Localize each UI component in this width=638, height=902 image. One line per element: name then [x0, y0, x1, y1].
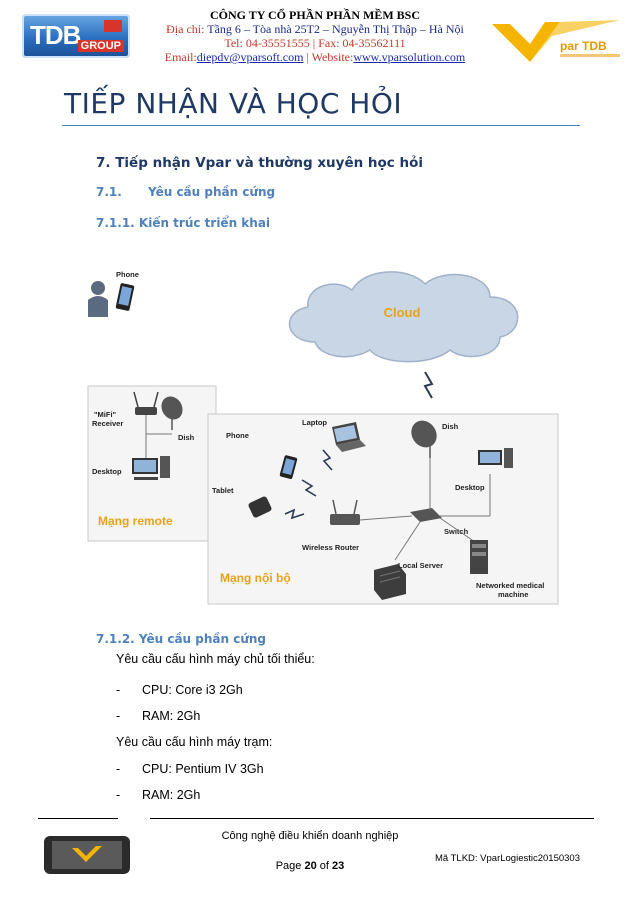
station-ram-item: RAM: 2Gh: [142, 788, 201, 802]
document-code: Mã TLKD: VparLogiestic20150303: [434, 853, 580, 864]
page-prefix: Page: [275, 860, 305, 872]
phone-top-label: Phone: [116, 270, 139, 279]
heading-7-1-2: 7.1.2. Yêu cầu phần cứng: [96, 632, 267, 646]
bullet-dash: -: [116, 709, 121, 723]
address-value: Tầng 6 – Tòa nhà 25T2 – Nguyễn Thị Thập …: [204, 22, 464, 36]
page-total: 23: [332, 860, 345, 872]
dish-right-label: Dish: [442, 422, 459, 431]
laptop-label: Laptop: [302, 418, 327, 427]
server-cpu-item: CPU: Core i3 2Gh: [142, 683, 243, 697]
tdb-logo-group: GROUP: [77, 40, 124, 52]
bullet-dash: -: [116, 683, 121, 697]
email-label: Email:: [164, 50, 197, 64]
wireless-router-icon: [330, 499, 360, 525]
remote-zone-label: Mạng remote: [98, 514, 173, 528]
company-name: CÔNG TY CỔ PHẦN PHẦN MỀM BSC: [210, 8, 420, 22]
mifi-receiver-icon: [133, 391, 159, 415]
page-of: of: [316, 860, 333, 872]
vpar-logo-text: par TDB: [560, 39, 607, 53]
heading-7-1: Yêu cầu phần cứng: [148, 185, 276, 199]
website-link[interactable]: www.vparsolution.com: [353, 50, 466, 64]
company-address: Địa chỉ: Tầng 6 – Tòa nhà 25T2 – Nguyễn …: [150, 22, 480, 36]
server-ram-item: RAM: 2Gh: [142, 709, 201, 723]
website-label: | Website:: [303, 50, 354, 64]
footer-tagline: Công nghệ điều khiển doanh nghiệp: [221, 830, 399, 842]
local-server-label: Local Server: [398, 561, 443, 570]
page-number: Page 20 of 23: [200, 860, 420, 872]
phone-label: Phone: [226, 431, 249, 440]
network-architecture-diagram: Cloud Phone "MiFi" Receiver Dish Desktop…: [87, 270, 559, 605]
address-label: Địa chỉ:: [166, 22, 205, 36]
networked-medical-label: Networked medical: [476, 581, 544, 590]
local-wires: [359, 458, 491, 561]
footer-divider-right: [150, 818, 594, 819]
server-config-intro: Yêu cầu cấu hình máy chủ tối thiểu:: [116, 652, 315, 666]
bullet-dash: -: [116, 762, 121, 776]
wireless-links: [284, 449, 333, 520]
footer-phone-graphic: [44, 836, 130, 874]
company-contacts: Email:diepdv@vparsoft.com | Website:www.…: [150, 50, 480, 64]
phone-icon: [279, 455, 298, 479]
heading-7-1-number: 7.1.: [96, 185, 122, 199]
desktop-left-label: Desktop: [92, 467, 122, 476]
cloud-label: Cloud: [384, 305, 421, 320]
machine-label: machine: [498, 590, 528, 599]
tdb-group-logo: TDB GROUP: [22, 14, 130, 58]
desktop-left-icon: [132, 456, 170, 480]
phone-user-icon: [88, 281, 135, 317]
flag-icon: [104, 20, 122, 32]
wireless-link-icon: [423, 371, 434, 399]
dish-right-icon: [411, 420, 437, 458]
page-title: TIẾP NHẬN VÀ HỌC HỎI: [64, 87, 403, 120]
station-cpu-item: CPU: Pentium IV 3Gh: [142, 762, 264, 776]
desktop-right-icon: [478, 448, 513, 468]
switch-label: Switch: [444, 527, 469, 536]
wireless-router-label: Wireless Router: [302, 543, 359, 552]
heading-7-1-1: 7.1.1. Kiến trúc triển khai: [96, 216, 271, 230]
page-current: 20: [304, 860, 317, 872]
dish-left-icon: [161, 396, 183, 430]
footer-divider-left: [38, 818, 118, 819]
heading-section-7: 7. Tiếp nhận Vpar và thường xuyên học hỏ…: [96, 155, 424, 171]
medical-machine-icon: [470, 540, 488, 574]
email-link[interactable]: diepdv@vparsoft.com: [196, 50, 304, 64]
switch-icon: [410, 508, 442, 522]
desktop-right-label: Desktop: [455, 483, 485, 492]
local-zone-label: Mạng nội bộ: [220, 571, 291, 585]
laptop-icon: [332, 422, 366, 452]
bullet-dash: -: [116, 788, 121, 802]
dish-left-label: Dish: [178, 433, 195, 442]
tablet-label: Tablet: [212, 486, 234, 495]
title-divider: [62, 125, 580, 126]
cloud-shape: Cloud: [288, 271, 519, 363]
tdb-logo-text: TDB: [30, 20, 81, 50]
receiver-label: Receiver: [92, 419, 123, 428]
vpar-tdb-logo: par TDB: [492, 20, 620, 62]
local-server-icon: [374, 564, 406, 600]
remote-wires: [145, 415, 172, 458]
company-tel-fax: Tel: 04-35551555 | Fax: 04-35562111: [224, 36, 406, 50]
station-config-intro: Yêu cầu cấu hình máy trạm:: [116, 735, 273, 749]
mifi-label: "MiFi": [94, 410, 117, 419]
tablet-icon: [248, 496, 272, 518]
